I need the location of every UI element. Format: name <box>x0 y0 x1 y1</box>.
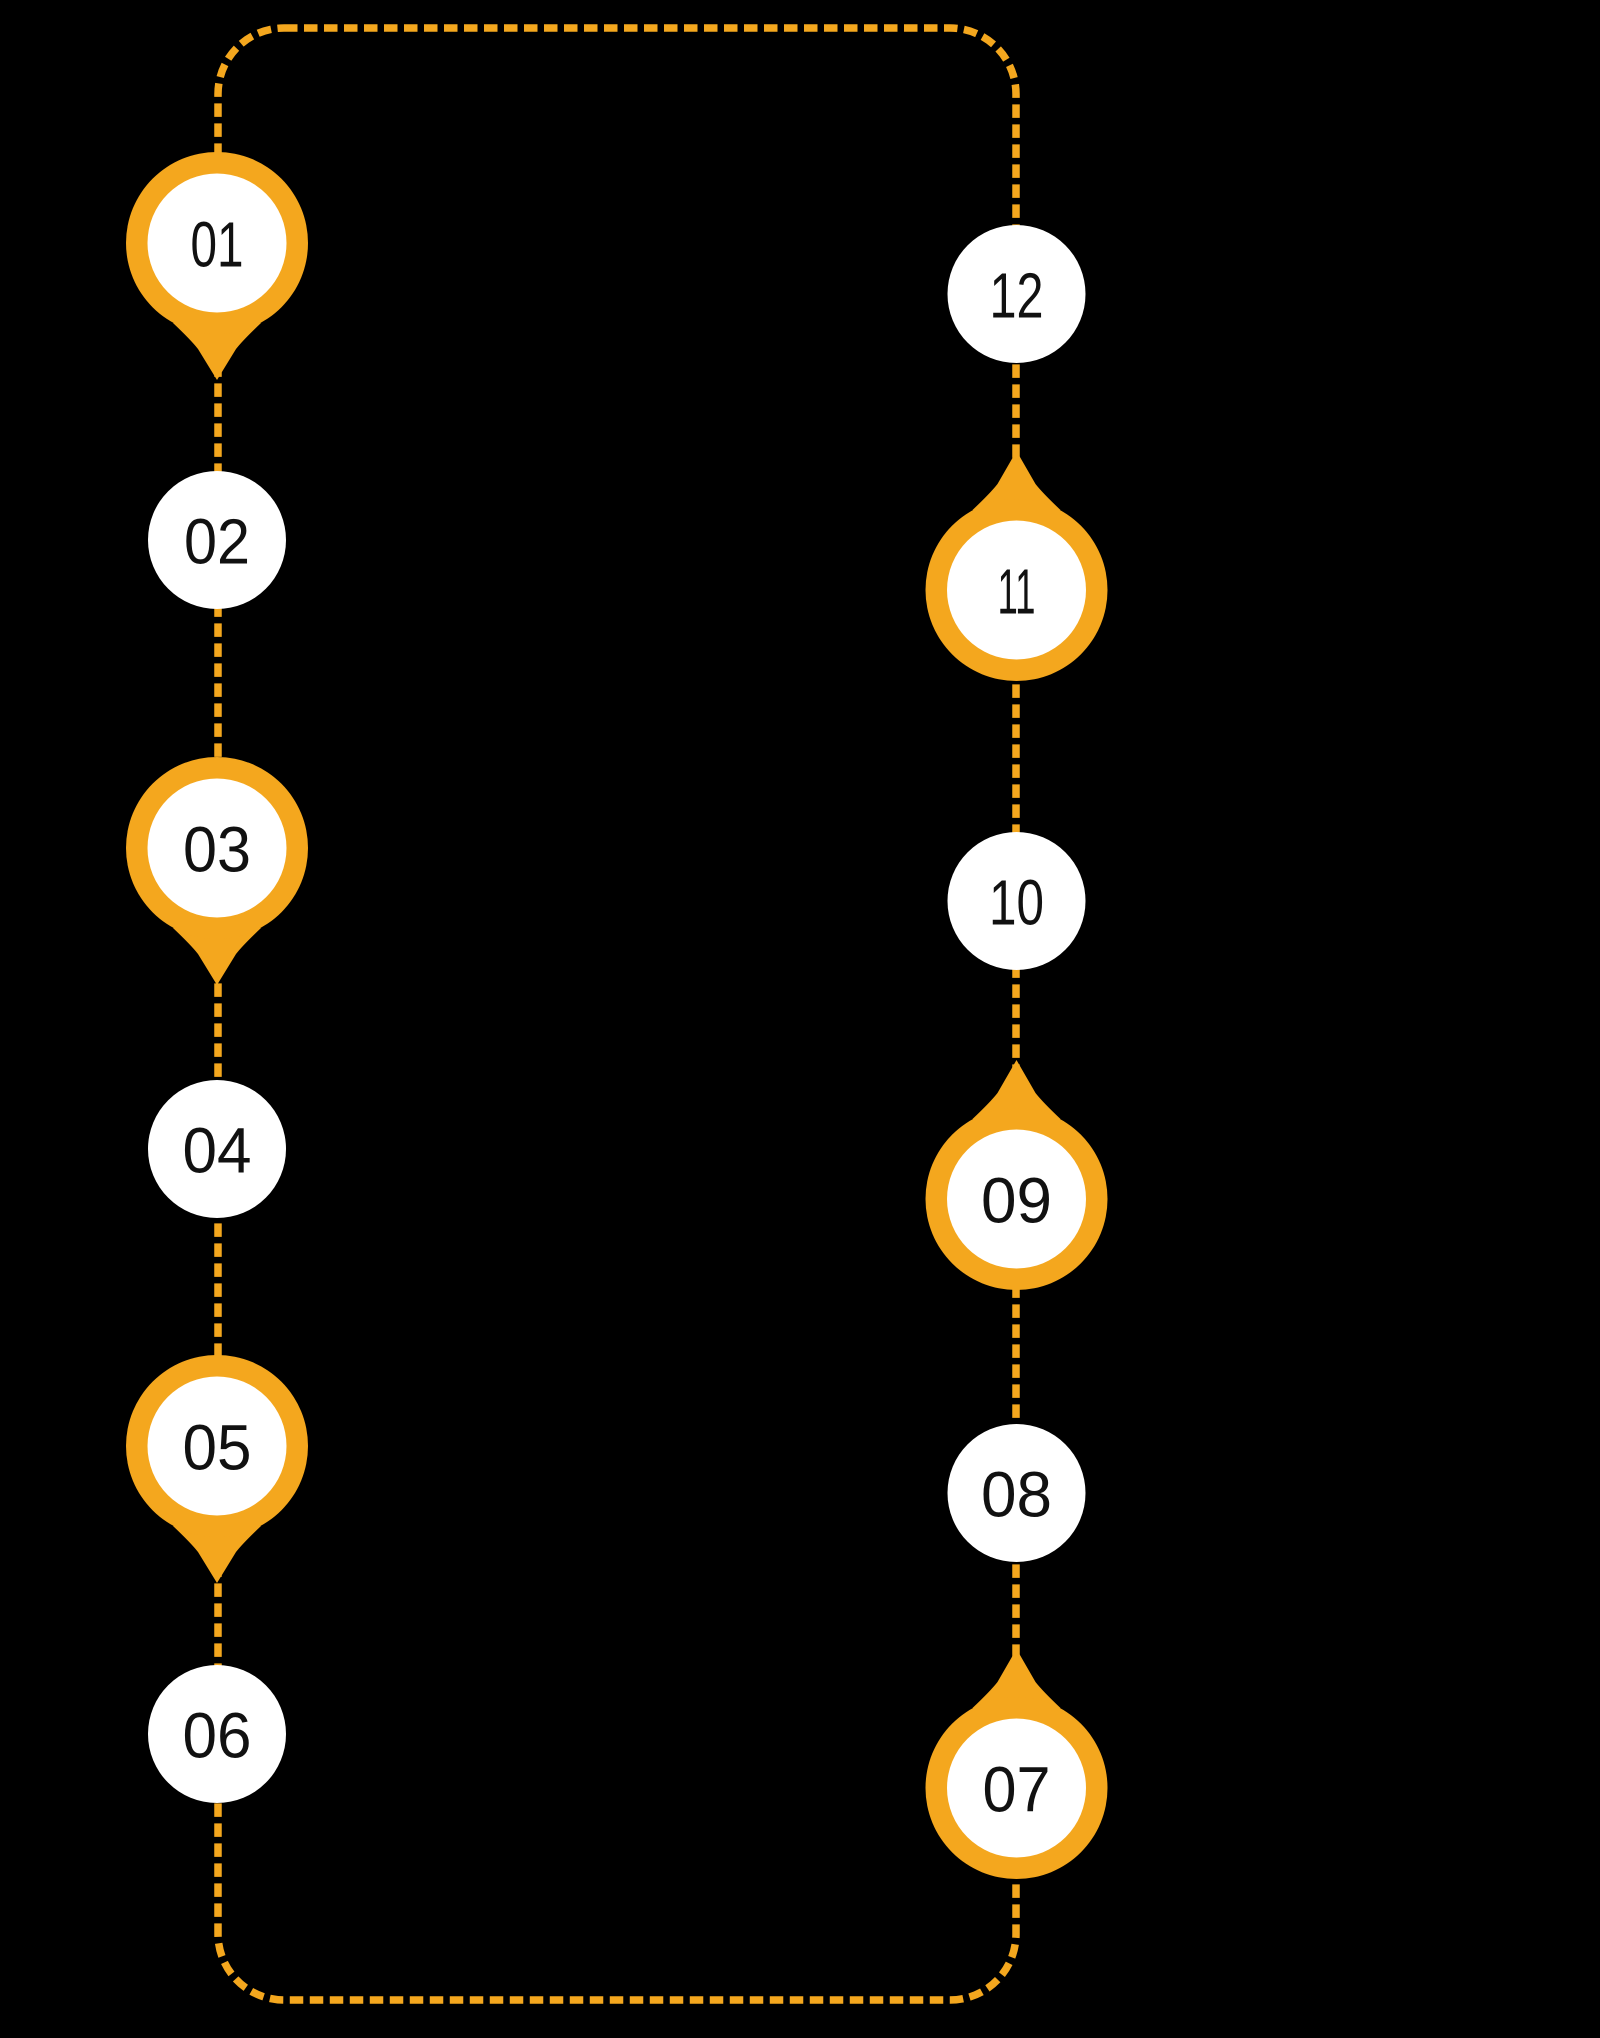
svg-text:02: 02 <box>184 506 250 578</box>
svg-text:04: 04 <box>183 1115 252 1187</box>
svg-text:07: 07 <box>983 1754 1051 1826</box>
svg-text:09: 09 <box>981 1165 1052 1237</box>
svg-text:01: 01 <box>191 209 244 281</box>
svg-text:11: 11 <box>998 556 1036 628</box>
svg-text:05: 05 <box>183 1412 252 1484</box>
svg-text:12: 12 <box>990 260 1044 332</box>
svg-text:10: 10 <box>989 867 1044 939</box>
svg-text:06: 06 <box>183 1700 252 1772</box>
svg-text:03: 03 <box>183 814 251 886</box>
svg-text:08: 08 <box>981 1459 1052 1531</box>
